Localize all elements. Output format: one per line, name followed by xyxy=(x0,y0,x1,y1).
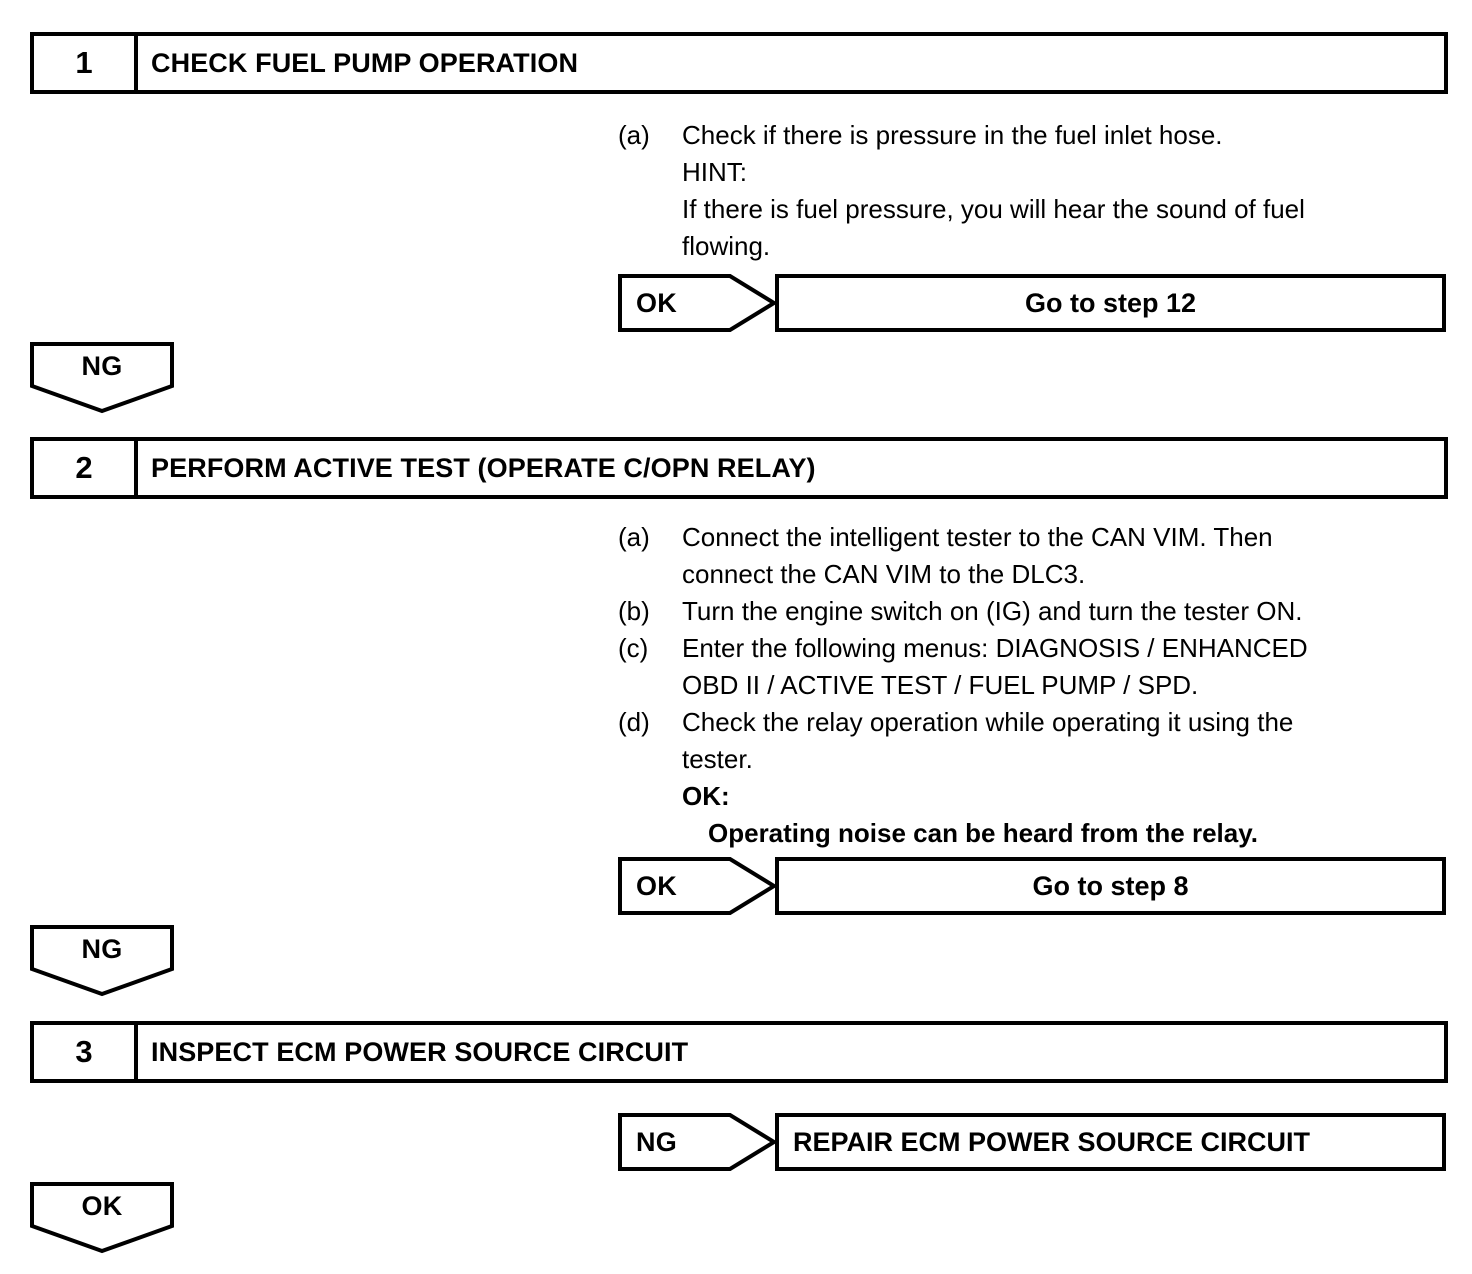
instruction-text: Turn the engine switch on (IG) and turn … xyxy=(682,593,1458,630)
step-header-2: 2 PERFORM ACTIVE TEST (OPERATE C/OPN REL… xyxy=(30,437,1448,499)
judgement-arrow-ok[interactable]: OK xyxy=(618,857,776,915)
instruction-line: Check the relay operation while operatin… xyxy=(682,707,1294,737)
judgement-arrow-ok[interactable]: OK xyxy=(618,274,776,332)
step-title-2: PERFORM ACTIVE TEST (OPERATE C/OPN RELAY… xyxy=(151,452,816,483)
instruction-label: (c) xyxy=(618,633,649,663)
connector-label-ok: OK xyxy=(81,1190,123,1221)
instruction-item: (a) Check if there is pressure in the fu… xyxy=(618,117,1458,265)
instruction-text: Connect the intelligent tester to the CA… xyxy=(682,519,1458,593)
instruction-label: (a) xyxy=(618,120,650,150)
criteria-text: Operating noise can be heard from the re… xyxy=(708,818,1258,848)
step-title-3: INSPECT ECM POWER SOURCE CIRCUIT xyxy=(151,1036,689,1067)
connector-ng-2: NG xyxy=(30,925,174,997)
connector-ok-3: OK xyxy=(30,1182,174,1254)
instruction-line: Turn the engine switch on (IG) and turn … xyxy=(682,596,1303,626)
step-body-1: (a) Check if there is pressure in the fu… xyxy=(618,117,1458,265)
result-box-goto-step-8[interactable]: Go to step 8 xyxy=(775,857,1446,915)
instruction-line: Connect the intelligent tester to the CA… xyxy=(682,522,1273,552)
connector-ng-1: NG xyxy=(30,342,174,414)
instruction-line: connect the CAN VIM to the DLC3. xyxy=(682,559,1086,589)
instruction-text: Enter the following menus: DIAGNOSIS / E… xyxy=(682,630,1458,704)
connector-label-ng: NG xyxy=(81,933,123,964)
instruction-item: (d) Check the relay operation while oper… xyxy=(618,704,1458,852)
instruction-line: OBD II / ACTIVE TEST / FUEL PUMP / SPD. xyxy=(682,670,1199,700)
step-number-2: 2 xyxy=(34,441,138,495)
instruction-text: Check the relay operation while operatin… xyxy=(682,704,1458,852)
step-body-2: (a) Connect the intelligent tester to th… xyxy=(618,519,1458,852)
instruction-line: If there is fuel pressure, you will hear… xyxy=(682,194,1305,224)
instruction-label: (d) xyxy=(618,707,650,737)
result-box-repair-ecm-power-source-circuit[interactable]: REPAIR ECM POWER SOURCE CIRCUIT xyxy=(775,1113,1446,1171)
instruction-label: (a) xyxy=(618,522,650,552)
instruction-label: (b) xyxy=(618,596,650,626)
judgement-arrow-label: OK xyxy=(636,870,678,901)
judgement-arrow-label: NG xyxy=(636,1126,678,1157)
instruction-line: tester. xyxy=(682,744,753,774)
step-title-1: CHECK FUEL PUMP OPERATION xyxy=(151,47,579,78)
instruction-item: (a) Connect the intelligent tester to th… xyxy=(618,519,1458,593)
judgement-arrow-label: OK xyxy=(636,287,678,318)
instruction-item: (c) Enter the following menus: DIAGNOSIS… xyxy=(618,630,1458,704)
step-header-3: 3 INSPECT ECM POWER SOURCE CIRCUIT xyxy=(30,1021,1448,1083)
result-box-goto-step-12[interactable]: Go to step 12 xyxy=(775,274,1446,332)
connector-label-ng: NG xyxy=(81,350,123,381)
instruction-line: Check if there is pressure in the fuel i… xyxy=(682,120,1223,150)
instruction-line: HINT: xyxy=(682,157,747,187)
step-number-3: 3 xyxy=(34,1025,138,1079)
instruction-text: Check if there is pressure in the fuel i… xyxy=(682,117,1458,265)
instruction-line: flowing. xyxy=(682,231,771,261)
judgement-arrow-ng[interactable]: NG xyxy=(618,1113,776,1171)
instruction-item: (b) Turn the engine switch on (IG) and t… xyxy=(618,593,1458,630)
step-number-1: 1 xyxy=(34,36,138,90)
instruction-line: Enter the following menus: DIAGNOSIS / E… xyxy=(682,633,1308,663)
step-header-1: 1 CHECK FUEL PUMP OPERATION xyxy=(30,32,1448,94)
criteria-label: OK: xyxy=(682,781,730,811)
